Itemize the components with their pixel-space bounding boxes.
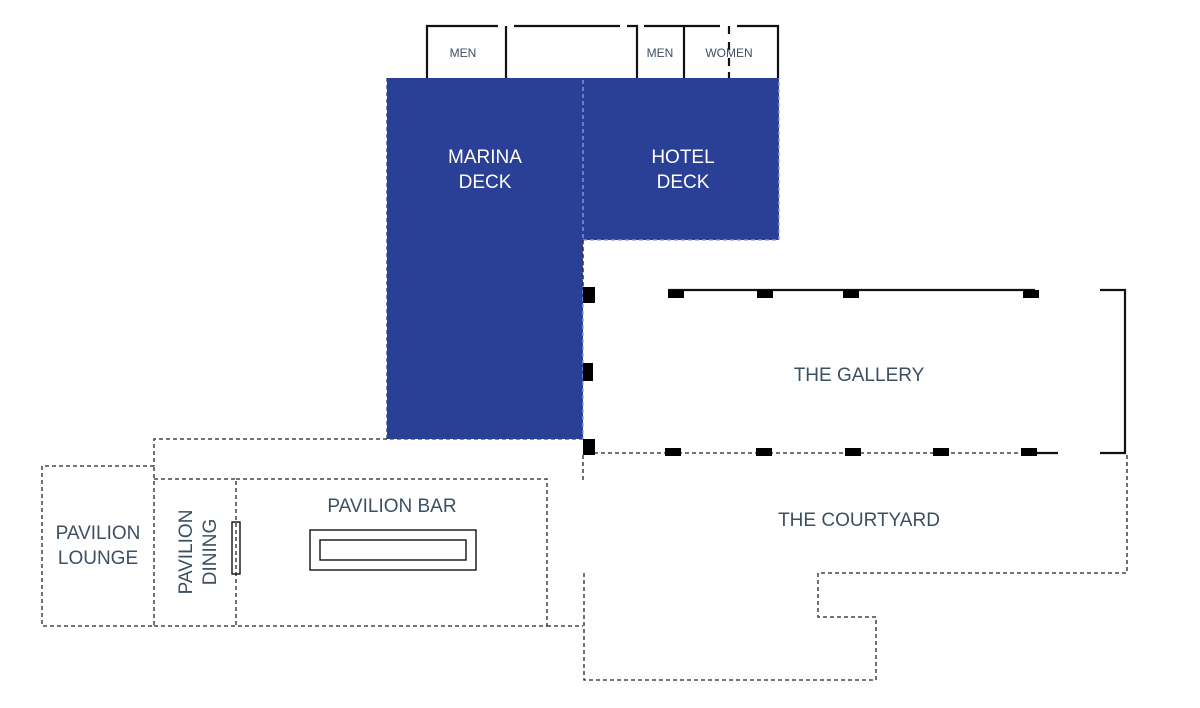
restroom-men-left-label: MEN <box>450 46 477 60</box>
restroom-block <box>425 24 780 78</box>
pavilion-lounge-label-line1: PAVILION <box>56 523 141 544</box>
gallery-pillar <box>757 290 773 298</box>
marina-deck-label-line2: DECK <box>459 172 512 193</box>
restroom-women-label: WOMEN <box>705 46 752 60</box>
gallery-pillar <box>843 290 859 298</box>
the-gallery-label: THE GALLERY <box>794 365 925 386</box>
gallery-pillar <box>583 363 593 381</box>
hotel-deck-area[interactable]: HOTEL DECK <box>583 78 779 240</box>
gallery-pillar <box>583 439 595 455</box>
pavilion-lounge-label-line2: LOUNGE <box>58 548 138 569</box>
pavilion-dining-area[interactable]: PAVILION DINING <box>154 478 241 626</box>
bar-counter-inner <box>319 539 467 561</box>
marina-deck-label-line1: MARINA <box>448 147 522 168</box>
hotel-deck-label-line1: HOTEL <box>651 147 714 168</box>
dining-counter <box>231 521 241 575</box>
the-gallery-area[interactable]: THE GALLERY <box>582 240 1127 456</box>
the-courtyard-label: THE COURTYARD <box>778 510 940 531</box>
gallery-pillar <box>1023 290 1039 298</box>
marina-deck-area[interactable]: MARINA DECK <box>386 78 583 440</box>
gallery-pillar <box>668 290 684 298</box>
gallery-pillar <box>583 287 595 303</box>
bar-counter-outer <box>309 529 477 571</box>
pavilion-dining-label-line1: PAVILION <box>176 510 197 595</box>
pavilion-boundary <box>153 438 387 466</box>
gallery-pillar <box>756 448 772 456</box>
the-courtyard-area[interactable]: THE COURTYARD <box>582 455 1128 681</box>
pavilion-dining-label-line2: DINING <box>200 519 221 586</box>
gallery-pillar <box>933 448 949 456</box>
hotel-deck-label-line2: DECK <box>657 172 710 193</box>
pavilion-lounge-area[interactable]: PAVILION LOUNGE <box>41 465 155 627</box>
gallery-pillar <box>845 448 861 456</box>
gallery-pillar <box>1021 448 1037 456</box>
restroom-men-right-label: MEN <box>647 46 674 60</box>
pavilion-bar-area[interactable]: PAVILION BAR <box>154 478 583 627</box>
hotel-deck-border <box>583 78 780 241</box>
gallery-pillar <box>665 448 681 456</box>
pavilion-bar-label: PAVILION BAR <box>327 496 456 517</box>
